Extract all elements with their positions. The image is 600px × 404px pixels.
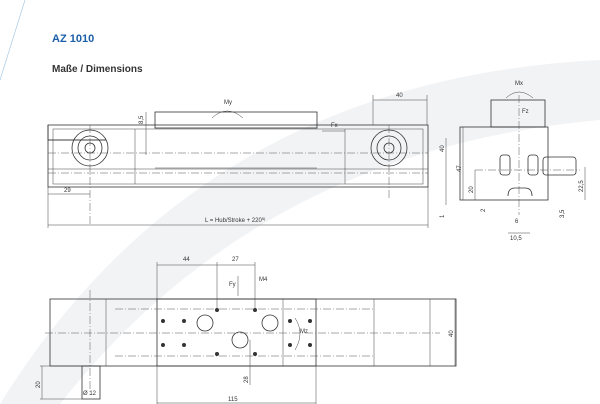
moment-mz-label: Mz xyxy=(300,329,308,335)
top-view: Mz 44 27 Fy M4 28 115 40 20 Ø 12 xyxy=(36,257,457,404)
dim-1: 1 xyxy=(440,214,446,218)
dim-115: 115 xyxy=(228,397,238,403)
force-fy-label: Fy xyxy=(229,282,236,288)
dim-3-5: 3,5 xyxy=(560,209,566,218)
thread-m4-label: M4 xyxy=(259,277,268,283)
force-fz-label: Fz xyxy=(522,109,529,115)
dim-44: 44 xyxy=(183,257,190,263)
dim-40-width: 40 xyxy=(449,330,455,337)
length-formula: L = Hub/Stroke + 2205) xyxy=(205,216,266,224)
dim-20-end: 20 xyxy=(469,186,475,193)
dim-47: 47 xyxy=(457,165,463,172)
dim-6: 6 xyxy=(515,219,519,225)
dim-40-height: 40 xyxy=(440,145,446,152)
dim-22-5: 22,5 xyxy=(579,180,585,192)
dim-29: 29 xyxy=(64,188,71,194)
background-swoosh xyxy=(0,60,600,404)
dia-12: Ø 12 xyxy=(83,391,97,397)
section-subtitle: Maße / Dimensions xyxy=(52,64,143,75)
dim-40-block: 40 xyxy=(396,93,403,99)
end-view: Mx Fz 47 20 2 22,5 3,5 6 10,5 xyxy=(457,81,586,242)
dim-27: 27 xyxy=(232,257,239,263)
dim-10-5: 10,5 xyxy=(510,236,522,242)
dim-28: 28 xyxy=(244,376,250,383)
dim-20-top: 20 xyxy=(36,381,42,388)
force-fx-label: Fx xyxy=(331,123,338,129)
moment-mx-label: Mx xyxy=(515,81,523,87)
moment-my-label: My xyxy=(224,100,232,106)
product-title: AZ 1010 xyxy=(52,33,95,45)
dim-8-5: 8,5 xyxy=(139,115,145,124)
decor-line xyxy=(0,0,26,81)
dim-2: 2 xyxy=(481,208,487,212)
side-view: My Fx 8,5 40 40 1 29 L = Hub/Stroke + 22… xyxy=(47,93,447,228)
